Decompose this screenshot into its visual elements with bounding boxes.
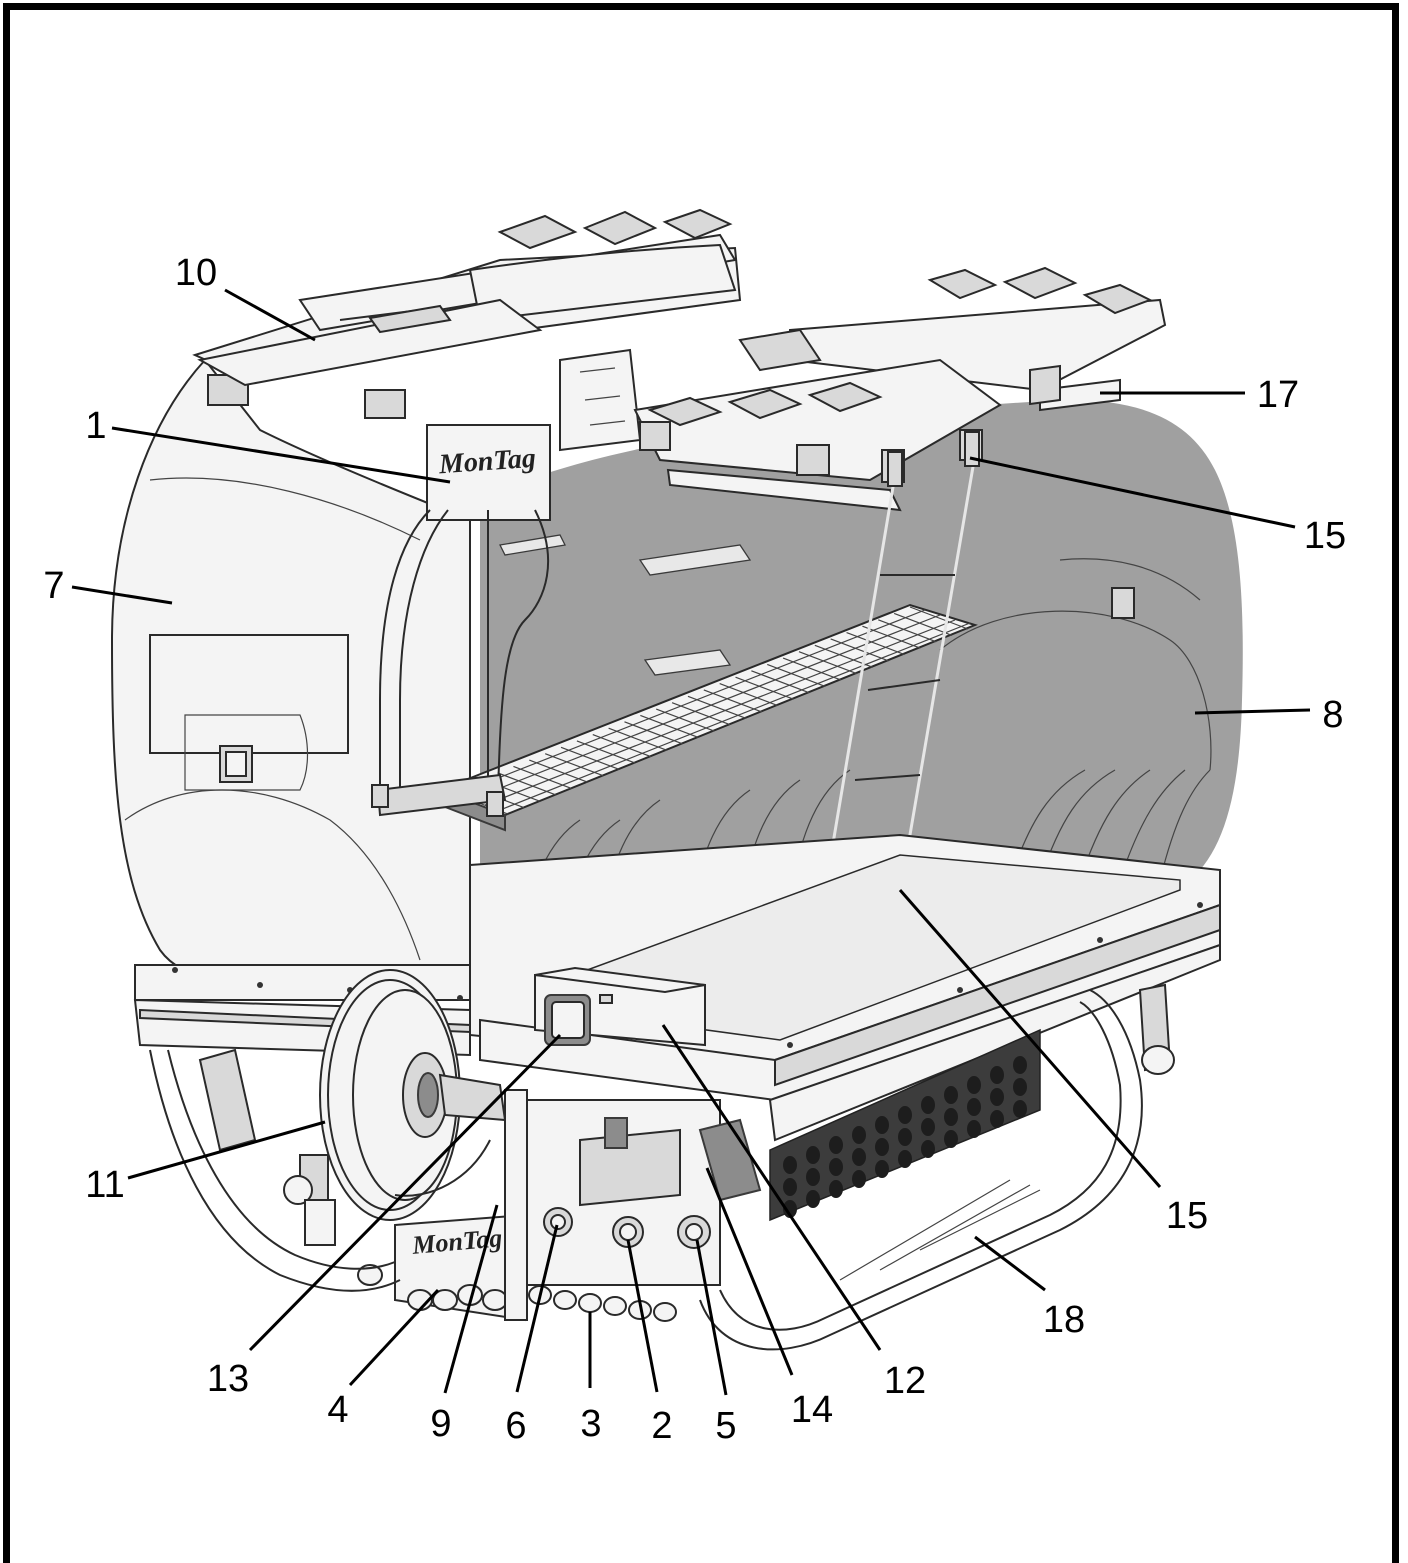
pump-manifold-assembly: MonTag [283, 1089, 762, 1322]
callout-3: 3 [580, 1403, 601, 1445]
callout-2: 2 [651, 1405, 672, 1447]
image-border [3, 3, 1399, 1563]
callout-7: 7 [43, 565, 64, 607]
callout-labels: 10 1 7 17 15 8 11 15 18 13 4 9 6 3 2 5 1… [43, 252, 1346, 1447]
leader-14 [705, 1167, 794, 1376]
callout-1: 1 [85, 405, 106, 447]
callout-12: 12 [884, 1360, 926, 1402]
callout-18: 18 [1043, 1299, 1085, 1341]
leader-18 [974, 1235, 1046, 1292]
hose-reel [319, 969, 507, 1221]
leader-13 [248, 1033, 562, 1352]
leader-4 [348, 1288, 440, 1387]
front-storage-box [738, 266, 1167, 412]
callout-5: 5 [715, 1405, 736, 1447]
left-tank-label-panel [149, 634, 349, 754]
leader-6 [515, 1224, 559, 1393]
step-platforms [499, 534, 752, 676]
leader-5 [695, 1239, 728, 1396]
nozzle-row-left [357, 1264, 508, 1311]
nozzle-row-lower [528, 1285, 677, 1322]
leader-11 [127, 1120, 326, 1180]
frame-bolts [172, 902, 1203, 1048]
leader-10 [224, 288, 316, 342]
control-box [534, 966, 706, 1047]
callout-10: 10 [175, 252, 217, 294]
callout-15-lower: 15 [1166, 1195, 1208, 1237]
middle-platform [633, 358, 1002, 512]
callout-4: 4 [327, 1389, 348, 1431]
latch-left-2 [364, 389, 406, 419]
leader-1 [111, 426, 451, 484]
leader-2 [626, 1239, 659, 1393]
leader-12 [661, 1024, 882, 1351]
callout-13: 13 [207, 1358, 249, 1400]
callout-8: 8 [1322, 694, 1343, 736]
left-tank [110, 358, 471, 986]
nozzle-bank [769, 1028, 1041, 1222]
leader-15-lower [898, 889, 1162, 1188]
leader-7 [71, 585, 173, 605]
leader-8 [1194, 708, 1311, 715]
callout-11: 11 [85, 1164, 124, 1206]
right-tank-port [1111, 587, 1135, 619]
leader-lines [71, 288, 1311, 1396]
callout-15-upper: 15 [1304, 515, 1346, 557]
logo-montag-upper: MonTag [437, 443, 537, 481]
valve-manifold [579, 1128, 681, 1207]
leader-15-upper [969, 456, 1296, 529]
callout-14: 14 [791, 1389, 833, 1431]
leader-9 [443, 1204, 499, 1394]
skid-frame [149, 983, 1175, 1351]
callout-6: 6 [505, 1405, 526, 1447]
frame-brace [698, 1118, 762, 1202]
callout-9: 9 [430, 1403, 451, 1445]
rear-storage-box [197, 298, 543, 387]
ladder-assembly: MonTag [371, 424, 551, 817]
callout-17: 17 [1257, 374, 1299, 416]
